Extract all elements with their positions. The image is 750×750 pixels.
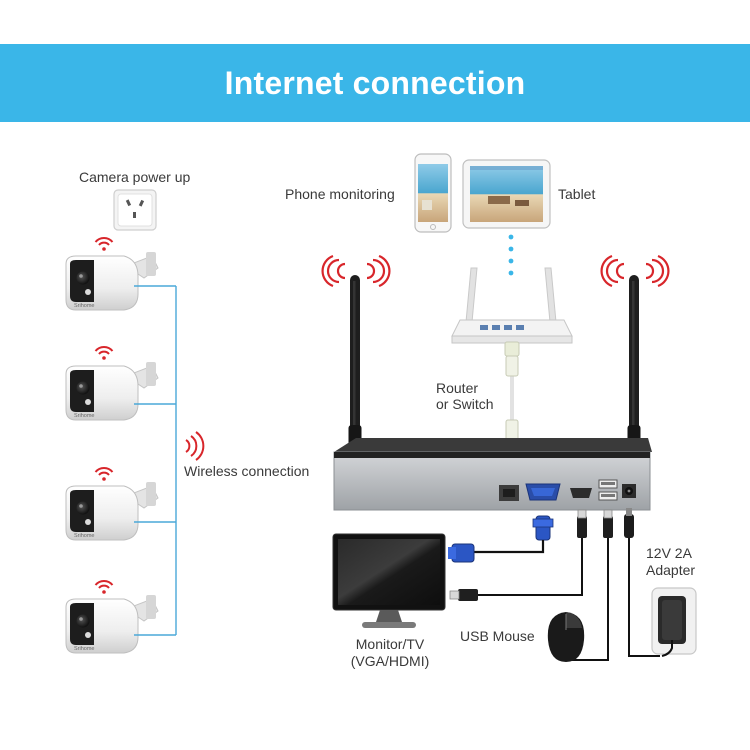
antenna-left (348, 275, 362, 465)
tablet-label: Tablet (558, 186, 596, 202)
ethernet-cable (504, 341, 520, 441)
vga-cable (448, 515, 554, 563)
wifi-signal-icon (94, 466, 114, 482)
adapter-label-line1: 12V 2A (646, 545, 692, 561)
bullet-camera-icon (65, 361, 159, 421)
usb-mouse-label: USB Mouse (460, 628, 535, 644)
wireless-link-lines (134, 285, 177, 636)
usb-cable-1 (449, 509, 587, 601)
camera-1: Srihome (65, 236, 159, 311)
usb-cable-2 (568, 509, 613, 661)
camera-brand-text: Srihome (74, 303, 94, 309)
monitor-icon (332, 533, 446, 628)
lan-port-icon (499, 485, 519, 501)
header-banner: Internet connection (0, 44, 750, 122)
mouse-icon (547, 612, 585, 662)
wifi-signal-icon (94, 236, 114, 252)
camera-brand-text: Srihome (74, 533, 94, 539)
bullet-camera-icon (65, 594, 159, 654)
dc-power-port-icon (622, 484, 636, 498)
wireless-signal-icon (185, 431, 205, 461)
nvr-recorder (333, 275, 652, 511)
router-label-line2: or Switch (436, 396, 494, 412)
vga-port-icon (525, 483, 561, 501)
monitor-label-line2: (VGA/HDMI) (350, 653, 430, 669)
camera-brand-text: Srihome (74, 646, 94, 652)
camera-2: Srihome (65, 345, 159, 421)
camera-4: Srihome (65, 579, 159, 654)
phone-monitoring-label: Phone monitoring (285, 186, 395, 202)
smartphone-icon (414, 153, 452, 233)
camera-power-label: Camera power up (79, 169, 191, 185)
tablet-icon (462, 159, 551, 229)
antenna-wifi-right-icon (600, 254, 670, 288)
wifi-signal-icon (94, 345, 114, 361)
hdmi-port-icon (570, 488, 592, 498)
bullet-camera-icon (65, 251, 159, 311)
antenna-right (627, 275, 641, 465)
usb-ports-icon (598, 479, 618, 501)
wireless-connection-label: Wireless connection (184, 463, 310, 479)
power-adapter-icon (651, 587, 697, 657)
wifi-signal-icon (94, 579, 114, 595)
antenna-wifi-left-icon (321, 254, 391, 288)
router-label-line1: Router (436, 380, 479, 396)
power-cable (624, 508, 660, 657)
bullet-camera-icon (65, 481, 159, 541)
router-icon (451, 267, 573, 344)
wifi-dotted-link (508, 234, 514, 276)
page-title: Internet connection (224, 64, 526, 101)
camera-brand-text: Srihome (74, 413, 94, 419)
monitor-label-line1: Monitor/TV (355, 636, 425, 652)
power-socket-icon (113, 189, 157, 231)
camera-3: Srihome (65, 466, 159, 541)
adapter-label-line2: Adapter (646, 562, 696, 578)
